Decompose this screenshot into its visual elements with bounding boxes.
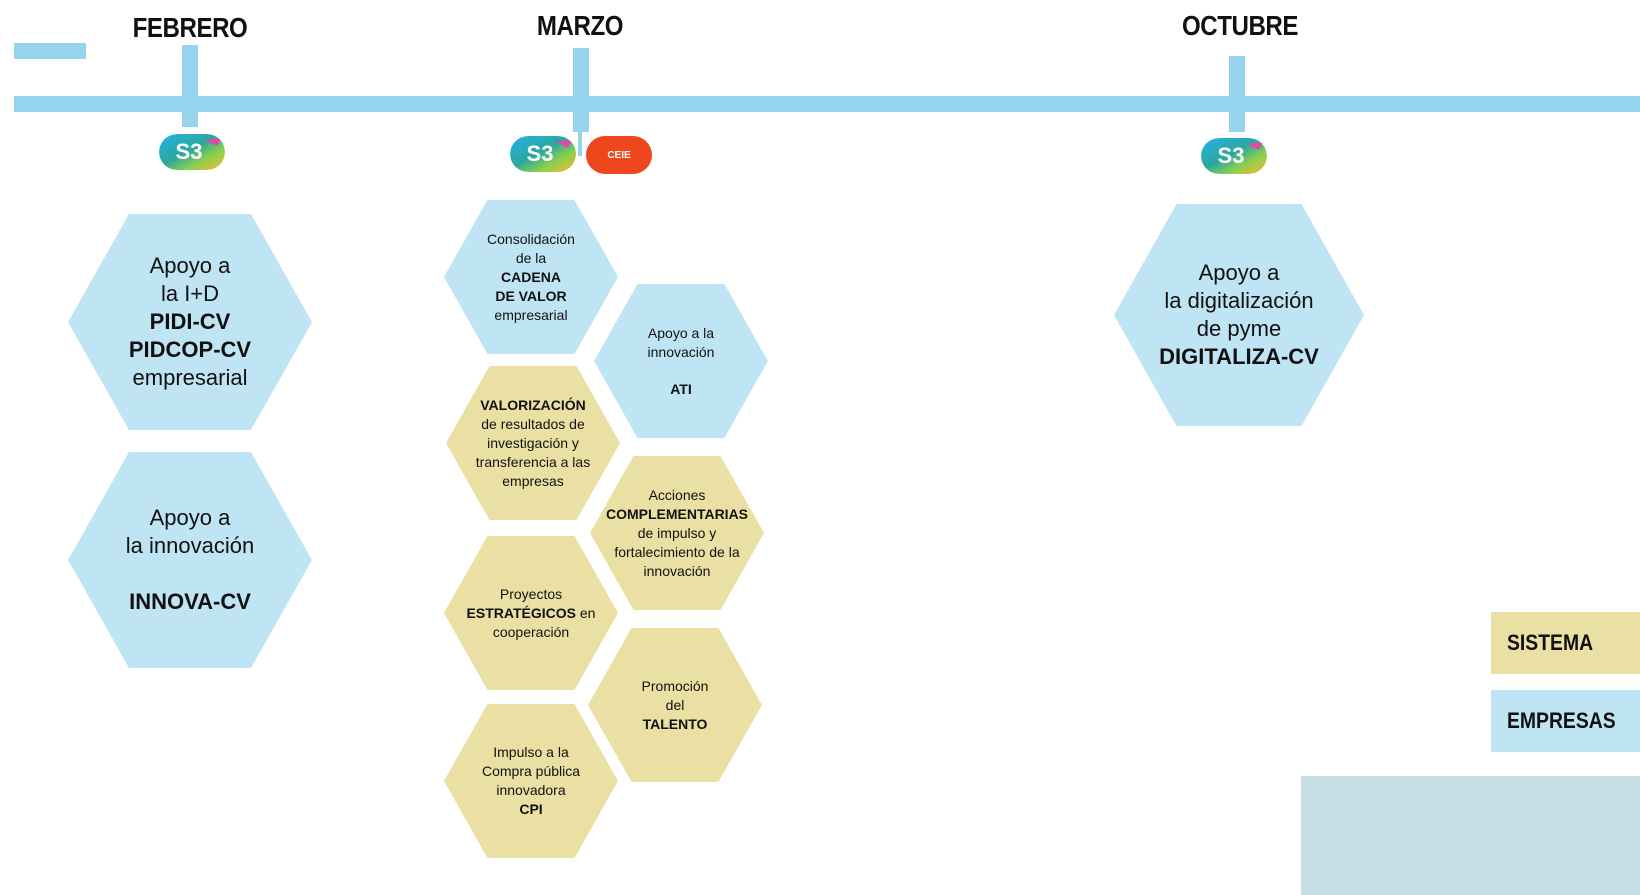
month-label-febrero: FEBRERO bbox=[132, 12, 248, 43]
program-hex-cadena-valor[interactable]: Consolidación de la CADENA DE VALOR empr… bbox=[444, 200, 618, 354]
hex-line: fortalecimiento de la bbox=[614, 543, 740, 560]
hex-line: Promoción bbox=[641, 677, 709, 694]
legend-label: EMPRESAS bbox=[1507, 708, 1616, 733]
hex-line: la I+D bbox=[160, 281, 220, 306]
hex-program-code: COMPLEMENTARIAS bbox=[605, 505, 749, 522]
legend-sistema: SISTEMA bbox=[1491, 612, 1640, 674]
hex-line: empresarial bbox=[494, 306, 568, 323]
timeline-tick-marzo bbox=[573, 48, 589, 132]
program-hex-pidi[interactable]: Apoyo a la I+D PIDI-CV PIDCOP-CV empresa… bbox=[68, 214, 312, 430]
hex-line: Proyectos bbox=[499, 585, 563, 602]
timeline-bar bbox=[14, 96, 1640, 112]
connector-marzo bbox=[578, 130, 582, 156]
hex-program-code: INNOVA-CV bbox=[129, 589, 251, 614]
footer-box bbox=[1301, 776, 1640, 895]
svg-text:S3: S3 bbox=[176, 139, 203, 164]
s3-logo-icon: S3 bbox=[510, 136, 576, 172]
hex-line: de impulso y bbox=[637, 524, 717, 541]
hex-line: investigación y bbox=[487, 434, 579, 451]
timeline-start-marker bbox=[14, 43, 86, 59]
month-label-octubre: OCTUBRE bbox=[1181, 10, 1299, 41]
program-hex-complementarias[interactable]: Acciones COMPLEMENTARIAS de impulso y fo… bbox=[590, 456, 764, 610]
hex-line: Apoyo a bbox=[149, 253, 231, 278]
hex-line: cooperación bbox=[492, 623, 570, 640]
legend-empresas: EMPRESAS bbox=[1491, 690, 1640, 752]
program-hex-estrategicos[interactable]: Proyectos ESTRATÉGICOS en cooperación bbox=[444, 536, 618, 690]
hex-line: Impulso a la bbox=[493, 744, 569, 760]
hex-line: del bbox=[665, 696, 685, 713]
hex-line: en bbox=[579, 604, 596, 621]
hex-program-code: VALORIZACIÓN bbox=[480, 396, 586, 413]
legend-label: SISTEMA bbox=[1507, 630, 1594, 655]
hex-program-code: TALENTO bbox=[642, 715, 708, 732]
hex-line: de resultados de bbox=[481, 415, 585, 432]
hex-line: de la bbox=[515, 249, 547, 266]
ceie-badge: CEIE bbox=[586, 136, 652, 174]
timeline-tick-octubre bbox=[1229, 56, 1245, 132]
hex-line: la digitalización bbox=[1164, 288, 1314, 313]
svg-text:S3: S3 bbox=[527, 141, 554, 166]
program-hex-cpi[interactable]: Impulso a la Compra pública innovadora C… bbox=[444, 704, 618, 858]
hex-line: la innovación bbox=[125, 533, 255, 558]
hex-line: Apoyo a la bbox=[647, 324, 715, 341]
hex-line: empresarial bbox=[132, 365, 248, 390]
hex-program-code: PIDI-CV bbox=[149, 309, 231, 334]
hex-program-code: ATI bbox=[670, 380, 692, 397]
hex-line: Compra pública bbox=[481, 763, 581, 779]
program-hex-talento[interactable]: Promoción del TALENTO bbox=[588, 628, 762, 782]
hex-line: innovación bbox=[647, 343, 715, 360]
svg-text:S3: S3 bbox=[1218, 143, 1245, 168]
s3-logo-icon: S3 bbox=[1201, 138, 1267, 174]
hex-program-code: PIDCOP-CV bbox=[128, 337, 252, 362]
month-label-marzo: MARZO bbox=[536, 10, 624, 41]
hex-line: Apoyo a bbox=[1198, 260, 1280, 285]
hex-line: transferencia a las bbox=[475, 453, 591, 470]
hex-program-code: DIGITALIZA-CV bbox=[1159, 344, 1319, 369]
hex-program-code: DE VALOR bbox=[495, 287, 567, 304]
s3-logo-icon: S3 bbox=[159, 134, 225, 170]
hex-line: Consolidación bbox=[487, 230, 575, 247]
hex-line: de pyme bbox=[1196, 316, 1282, 341]
hex-program-code: CPI bbox=[519, 801, 543, 817]
program-hex-innova[interactable]: Apoyo a la innovación INNOVA-CV bbox=[68, 452, 312, 668]
timeline-tick-febrero bbox=[182, 45, 198, 127]
hex-line: empresas bbox=[502, 472, 564, 489]
hex-line: innovación bbox=[643, 562, 711, 579]
hex-program-code: ESTRATÉGICOS bbox=[466, 604, 576, 621]
hex-line: Acciones bbox=[648, 486, 706, 503]
program-hex-valorizacion[interactable]: VALORIZACIÓN de resultados de investigac… bbox=[446, 366, 620, 520]
hex-line: Apoyo a bbox=[149, 505, 231, 530]
program-hex-ati[interactable]: Apoyo a la innovación ATI bbox=[594, 284, 768, 438]
program-hex-digitaliza[interactable]: Apoyo a la digitalización de pyme DIGITA… bbox=[1114, 204, 1364, 426]
hex-line: innovadora bbox=[496, 782, 566, 798]
hex-program-code: CADENA bbox=[501, 268, 561, 285]
